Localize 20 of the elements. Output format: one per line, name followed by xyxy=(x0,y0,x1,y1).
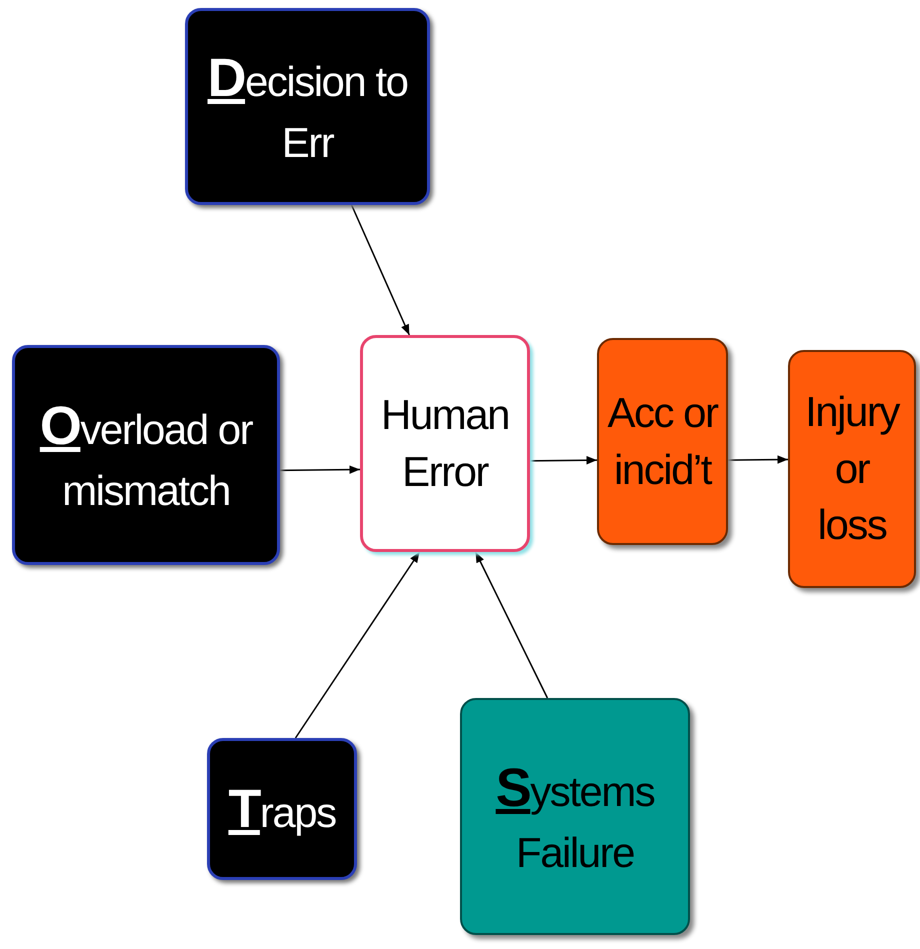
box-label: Human Error xyxy=(380,390,510,496)
process-box xyxy=(12,345,280,565)
process-box xyxy=(207,738,357,880)
box-label: Systems Failure xyxy=(494,756,656,878)
arrow xyxy=(728,455,788,464)
box-label: Decision to Err xyxy=(206,46,408,168)
arrow xyxy=(350,204,410,336)
process-box xyxy=(597,338,728,545)
box-label: Injury or loss xyxy=(804,386,900,550)
box-label: Overload or mismatch xyxy=(38,395,254,516)
box-label: Acc or incid’t xyxy=(606,388,720,494)
process-box xyxy=(185,8,430,205)
process-box xyxy=(360,335,530,552)
arrow xyxy=(294,552,420,738)
arrow xyxy=(280,465,360,474)
arrow xyxy=(474,552,548,698)
process-box xyxy=(460,698,690,935)
box-label: Traps xyxy=(228,778,336,841)
process-box xyxy=(788,350,916,588)
arrow xyxy=(530,456,597,464)
